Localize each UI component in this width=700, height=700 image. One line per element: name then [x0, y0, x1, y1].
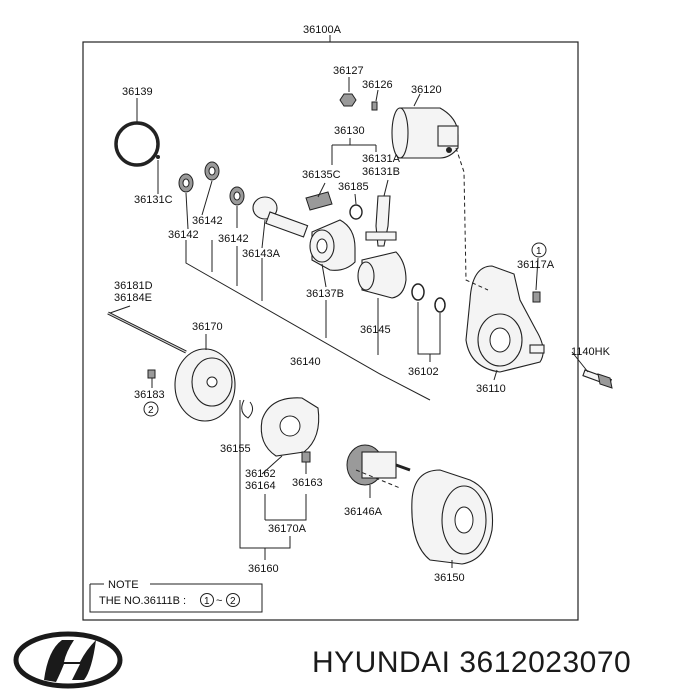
note-line-prefix: THE NO.36111B :: [99, 595, 186, 607]
dot-36131C: [156, 155, 160, 159]
label-36143A: 36143A: [242, 248, 281, 260]
housing-36137B: [309, 219, 356, 271]
label-36181D: 36181D: [114, 280, 153, 292]
label-36146A: 36146A: [344, 506, 383, 518]
gear-right: [229, 186, 245, 206]
assembly-label: 36100A: [303, 24, 342, 36]
ring-36102a: [411, 283, 425, 301]
bolt-1140HK: [582, 369, 613, 389]
label-36150: 36150: [434, 572, 465, 584]
label-36142-b: 36142: [168, 229, 199, 241]
rear-cover-36170: [174, 348, 236, 422]
front-housing-36110: [465, 265, 545, 373]
label-36139: 36139: [122, 86, 153, 98]
label-36163: 36163: [292, 477, 323, 489]
yoke-36150: [411, 469, 494, 565]
label-36117A: 36117A: [517, 259, 555, 271]
label-36170A: 36170A: [268, 523, 307, 535]
bolt-36126: [371, 101, 378, 111]
armature-36146A: [346, 444, 411, 486]
label-36160: 36160: [248, 563, 279, 575]
label-36126: 36126: [362, 79, 393, 91]
note-box: NOTE THE NO.36111B : 1 ~ 2: [89, 579, 263, 613]
label-36137B: 36137B: [306, 288, 344, 300]
circled-number-2-left: 2: [143, 401, 159, 417]
label-36142-c: 36142: [218, 233, 249, 245]
brand-part-number: HYUNDAI 3612023070: [312, 646, 631, 679]
bracket-36135C: [305, 191, 333, 211]
nut-36127: [339, 93, 357, 107]
label-36145: 36145: [360, 324, 391, 336]
solenoid-36120: [391, 107, 459, 159]
label-36131B: 36131B: [362, 166, 400, 178]
label-36131A: 36131A: [362, 153, 401, 165]
label-1140HK: 1140HK: [571, 346, 611, 358]
note-circle-b: 2: [230, 596, 236, 607]
lever-36131: [365, 195, 397, 247]
svg-text:1: 1: [536, 246, 542, 257]
gear-left: [178, 173, 194, 193]
screw-36117A: [532, 291, 541, 303]
gear-mid: [204, 161, 220, 181]
pinion-36145: [357, 251, 407, 299]
ring-36102b: [434, 297, 446, 313]
label-36140: 36140: [290, 356, 321, 368]
shaft-36143A: [252, 196, 309, 238]
label-36102: 36102: [408, 366, 439, 378]
label-36155: 36155: [220, 443, 251, 455]
label-36162: 36162: [245, 468, 276, 480]
note-circle-a: 1: [204, 596, 210, 607]
label-36142-a: 36142: [192, 215, 223, 227]
ring-36185: [349, 204, 363, 220]
circled-number-1-top: 1: [531, 242, 547, 258]
hyundai-logo-icon: [13, 631, 123, 689]
through-bolt-36181D: [107, 311, 187, 354]
ring-36139: [114, 121, 160, 167]
label-36120: 36120: [411, 84, 442, 96]
label-36185: 36185: [338, 181, 369, 193]
label-36135C: 36135C: [302, 169, 341, 181]
label-36110: 36110: [476, 383, 506, 395]
label-36127: 36127: [333, 65, 364, 77]
brush-holder-36170A: [260, 397, 320, 457]
label-36184E: 36184E: [114, 292, 152, 304]
svg-text:2: 2: [148, 405, 154, 416]
note-tilde: ~: [216, 595, 222, 607]
label-36131C: 36131C: [134, 194, 173, 206]
label-36164: 36164: [245, 480, 276, 492]
brush-36163: [301, 451, 311, 463]
label-36183: 36183: [134, 389, 165, 401]
label-36170: 36170: [192, 321, 223, 333]
note-title: NOTE: [108, 579, 139, 591]
screw-36183: [147, 369, 156, 379]
label-36130: 36130: [334, 125, 365, 137]
spring-36155: [241, 399, 254, 419]
